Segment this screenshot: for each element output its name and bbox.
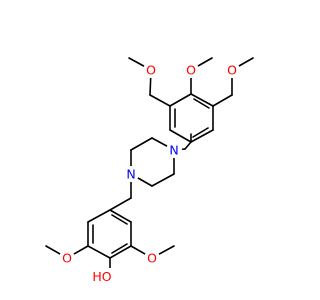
bond (169, 93, 192, 107)
bond (192, 127, 209, 138)
oxygen-label: O (186, 63, 196, 78)
atom-n-upper: N (166, 142, 182, 158)
bond (169, 129, 192, 143)
nitrogen-label: N (169, 143, 178, 158)
oxygen-label: O (62, 251, 72, 266)
oxygen-label: O (147, 251, 157, 266)
hydroxyl-label: HO (92, 269, 111, 284)
oxygen-label: O (227, 63, 237, 78)
molecule-structure: O O O N N O O (45, 57, 254, 284)
nitrogen-label: N (126, 167, 135, 182)
bond (149, 94, 171, 107)
atom-o-left-bottom: O (59, 250, 75, 266)
bond (184, 141, 192, 150)
bond (193, 98, 210, 109)
bond (111, 214, 128, 225)
bond (109, 245, 132, 259)
atom-o-top: O (183, 62, 199, 78)
atom-label-layer: O O O N N O O (59, 62, 240, 284)
bond (109, 209, 132, 223)
atom-o-right-bottom: O (144, 250, 160, 266)
bond-layer (45, 57, 254, 277)
bond (87, 209, 111, 223)
molecule-canvas: O O O N N O O (45, 57, 254, 284)
oxygen-label: O (146, 63, 156, 78)
bond (151, 173, 175, 187)
atom-n-lower: N (123, 166, 139, 182)
bond (190, 129, 214, 143)
bond (212, 94, 233, 107)
bond (111, 243, 128, 254)
bond (130, 137, 153, 151)
bond (87, 245, 111, 259)
bond (109, 197, 132, 211)
atom-hydroxyl: HO (90, 268, 114, 284)
atom-o-left-top: O (143, 62, 159, 78)
bond (190, 93, 214, 107)
atom-o-right-top: O (224, 62, 240, 78)
